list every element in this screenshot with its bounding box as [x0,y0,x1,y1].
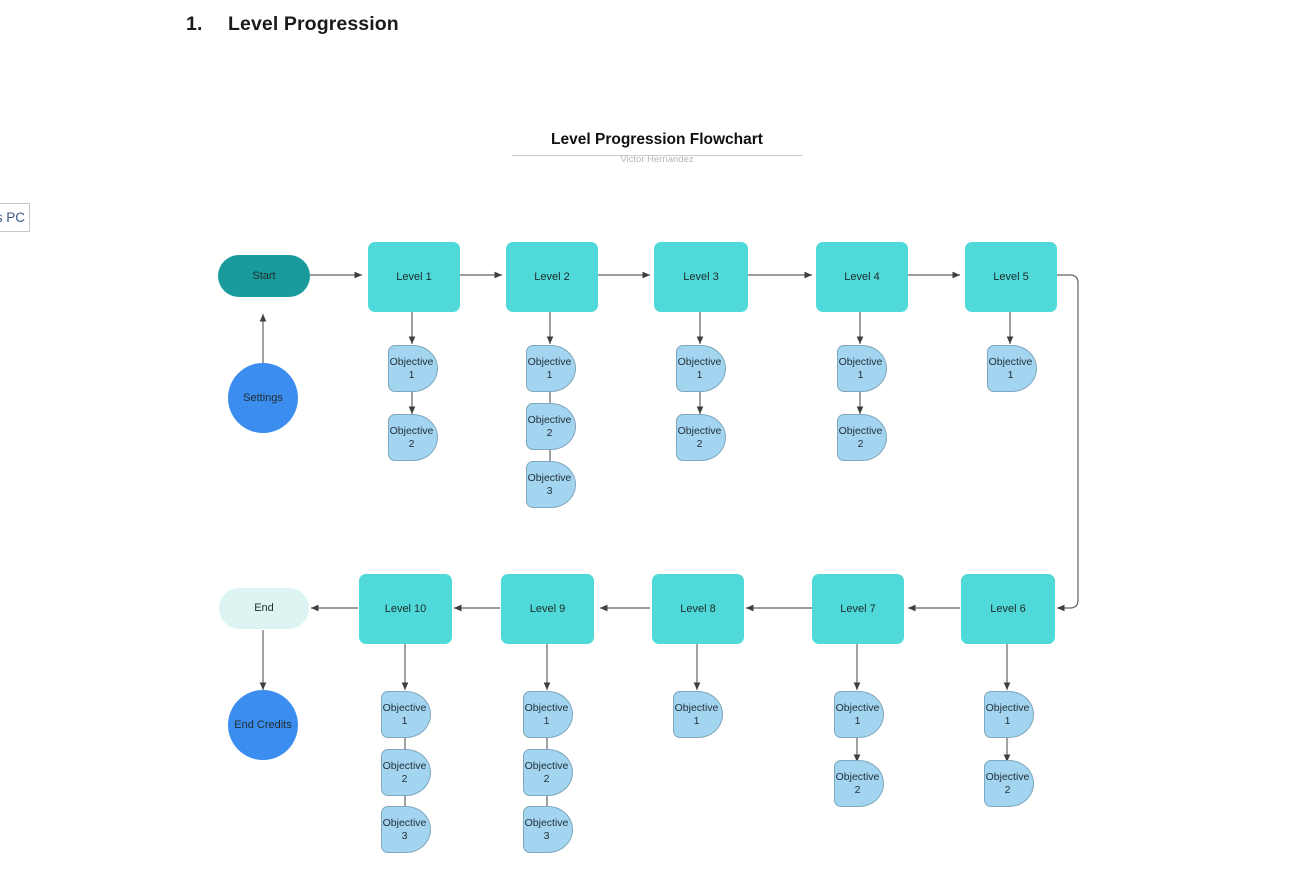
node-level-3-label: Level 3 [683,270,719,283]
node-settings[interactable]: Settings [228,363,298,433]
node-end[interactable]: End [219,588,309,629]
node-level-6[interactable]: Level 6 [961,574,1055,644]
page-title: 1. Level Progression [186,13,399,36]
page-title-number: 1. [186,13,203,35]
node-level-2[interactable]: Level 2 [506,242,598,312]
node-level-6-label: Level 6 [990,602,1026,615]
node-end-credits[interactable]: End Credits [228,690,298,760]
node-level-7-label: Level 7 [840,602,876,615]
chart-title: Level Progression Flowchart [551,131,763,148]
node-start[interactable]: Start [218,255,310,297]
chart-subtitle: Victor Hernandez [620,154,694,165]
node-settings-label: Settings [243,391,283,404]
node-level-7[interactable]: Level 7 [812,574,904,644]
node-level-4-label: Level 4 [844,270,880,283]
node-level-2-label: Level 2 [534,270,570,283]
node-start-label: Start [252,269,276,282]
node-level-8-label: Level 8 [680,602,716,615]
node-level-1-label: Level 1 [396,270,432,283]
node-level-9-label: Level 9 [529,602,566,615]
chart-title-divider [512,155,802,156]
node-level-1[interactable]: Level 1 [368,242,460,312]
node-level-5-label: Level 5 [993,270,1029,283]
node-level-10-label: Level 10 [384,602,427,615]
node-level-10[interactable]: Level 10 [359,574,452,644]
node-level-9[interactable]: Level 9 [501,574,594,644]
node-level-4[interactable]: Level 4 [816,242,908,312]
page-title-text: Level Progression [228,13,399,35]
this-pc-chip[interactable]: s PC [0,203,30,232]
node-end-credits-label: End Credits [234,718,292,731]
node-end-label: End [254,602,274,615]
node-level-8[interactable]: Level 8 [652,574,744,644]
node-level-3[interactable]: Level 3 [654,242,748,312]
node-level-5[interactable]: Level 5 [965,242,1057,312]
